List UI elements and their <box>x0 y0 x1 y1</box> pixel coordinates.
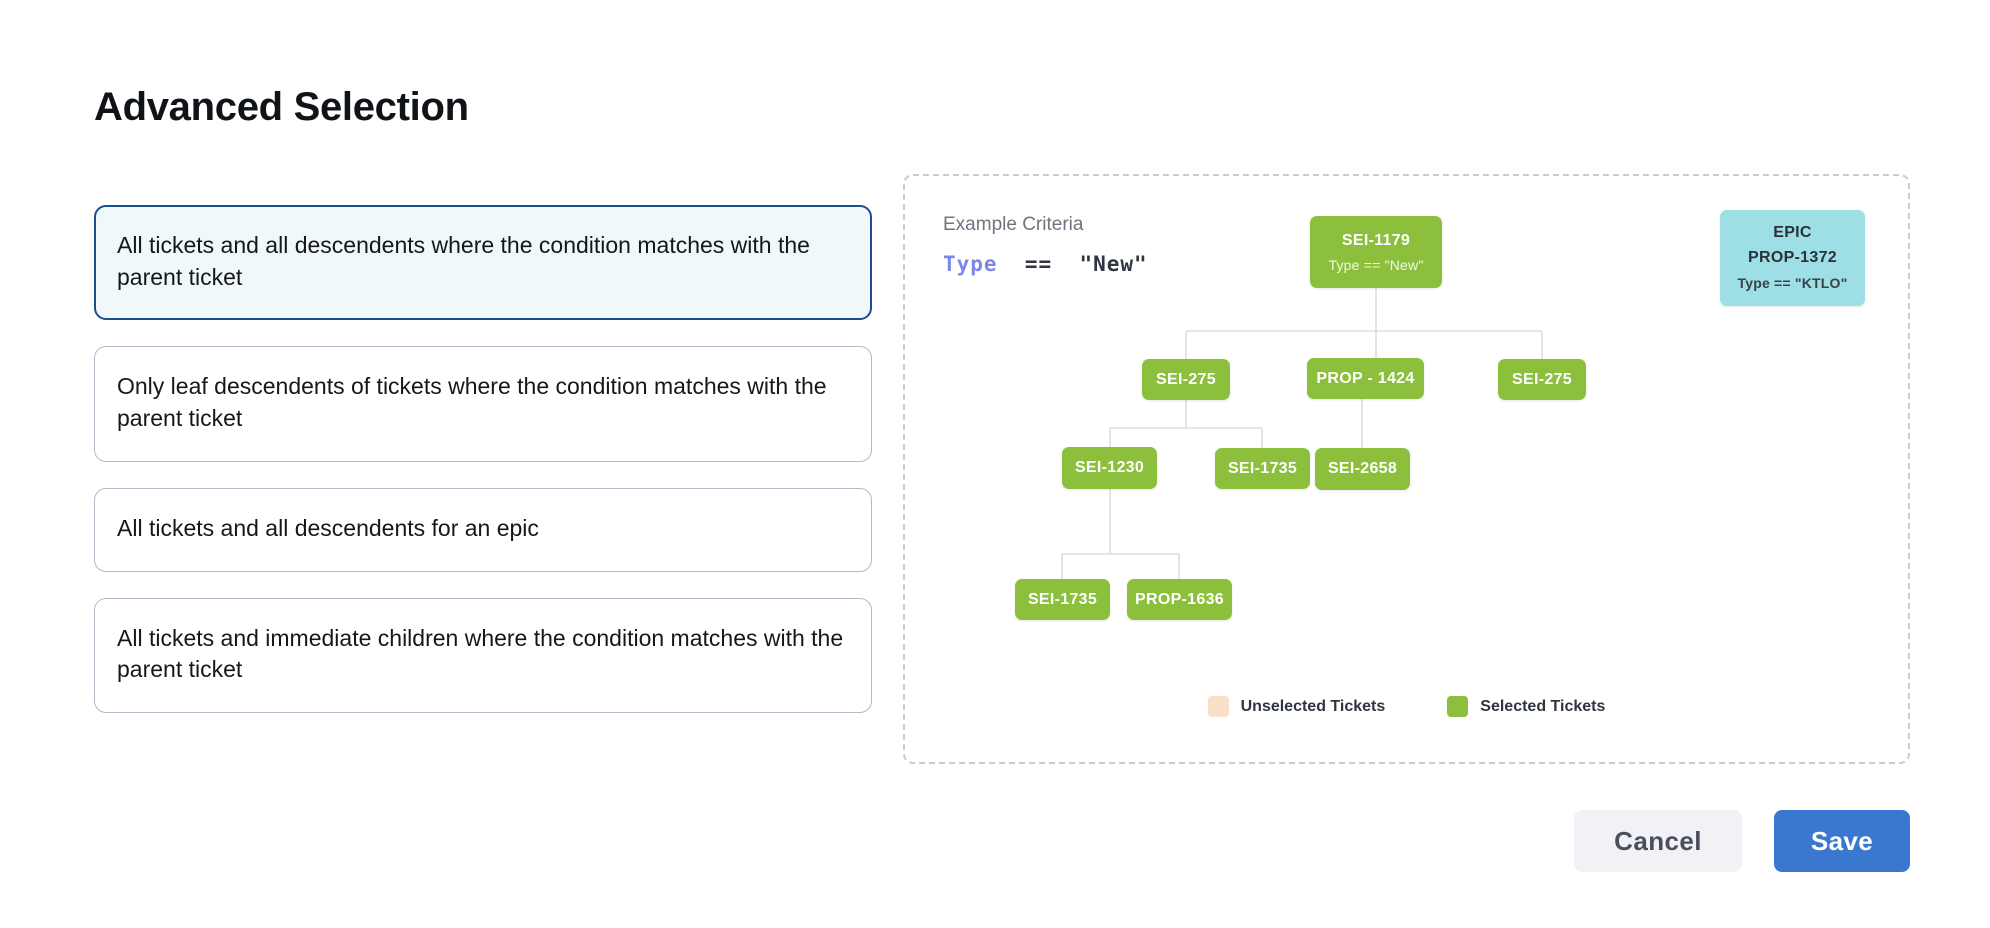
unselected-swatch-icon <box>1207 696 1229 717</box>
tree-node-sei-2658[interactable]: SEI-2658 <box>1315 448 1410 490</box>
diagram-legend: Unselected Tickets Selected Tickets <box>905 696 1908 717</box>
node-title: EPIC <box>1773 224 1812 242</box>
example-diagram-panel: Example Criteria Type == "New" <box>903 174 1910 764</box>
tree-node-prop-1424[interactable]: PROP - 1424 <box>1307 358 1424 399</box>
node-label: SEI-275 <box>1156 370 1216 388</box>
node-label: PROP-1636 <box>1135 590 1224 608</box>
criteria-expression: Type == "New" <box>943 252 1148 276</box>
option-card-epic-descendents[interactable]: All tickets and all descendents for an e… <box>94 487 872 572</box>
tree-node-sei-1230[interactable]: SEI-1230 <box>1062 447 1157 489</box>
node-label: PROP-1372 <box>1748 249 1837 267</box>
tree-connectors <box>1061 288 1543 579</box>
criteria-label: Example Criteria <box>943 214 1084 235</box>
node-label: SEI-2658 <box>1327 460 1398 477</box>
cancel-button[interactable]: Cancel <box>1574 810 1742 872</box>
node-label: SEI-275 <box>1512 370 1572 388</box>
save-button[interactable]: Save <box>1774 810 1910 872</box>
legend-item-selected: Selected Tickets <box>1447 696 1605 717</box>
node-label: SEI-1735 <box>1027 590 1098 608</box>
tree-node-sei-275-right[interactable]: SEI-275 <box>1498 359 1586 400</box>
tree-node-sei-1735-leaf[interactable]: SEI-1735 <box>1015 579 1110 620</box>
node-label: PROP - 1424 <box>1316 369 1415 387</box>
node-label: SEI-1230 <box>1074 459 1145 476</box>
option-card-leaf-descendents[interactable]: Only leaf descendents of tickets where t… <box>94 346 872 462</box>
option-label: All tickets and all descendents for an e… <box>117 514 539 541</box>
tree-node-epic-prop-1372[interactable]: EPIC PROP-1372 Type == "KTLO" <box>1720 210 1865 306</box>
option-label: All tickets and immediate children where… <box>117 624 844 683</box>
selected-swatch-icon <box>1447 696 1469 717</box>
criteria-value: "New" <box>1079 252 1148 276</box>
option-label: Only leaf descendents of tickets where t… <box>117 373 827 432</box>
option-list: All tickets and all descendents where th… <box>94 205 872 739</box>
node-sublabel: Type == "New" <box>1328 256 1424 273</box>
option-label: All tickets and all descendents where th… <box>117 232 810 290</box>
node-label: SEI-1735 <box>1227 459 1298 477</box>
legend-label: Unselected Tickets <box>1240 697 1386 715</box>
criteria-operator: == <box>1024 252 1053 276</box>
tree-node-prop-1636[interactable]: PROP-1636 <box>1127 579 1232 620</box>
node-label: SEI-1179 <box>1341 231 1411 249</box>
page-title: Advanced Selection <box>94 84 469 129</box>
option-card-all-descendents[interactable]: All tickets and all descendents where th… <box>94 205 872 321</box>
legend-label: Selected Tickets <box>1480 697 1606 715</box>
legend-item-unselected: Unselected Tickets <box>1207 696 1386 717</box>
dialog-footer: Cancel Save <box>0 810 1910 872</box>
criteria-field: Type <box>943 252 998 276</box>
option-card-immediate-children[interactable]: All tickets and immediate children where… <box>94 597 872 714</box>
node-sublabel: Type == "KTLO" <box>1737 274 1848 291</box>
tree-node-sei-275-left[interactable]: SEI-275 <box>1142 359 1230 400</box>
tree-node-sei-1179[interactable]: SEI-1179 Type == "New" <box>1310 216 1442 288</box>
tree-node-sei-1735-mid[interactable]: SEI-1735 <box>1215 448 1310 489</box>
